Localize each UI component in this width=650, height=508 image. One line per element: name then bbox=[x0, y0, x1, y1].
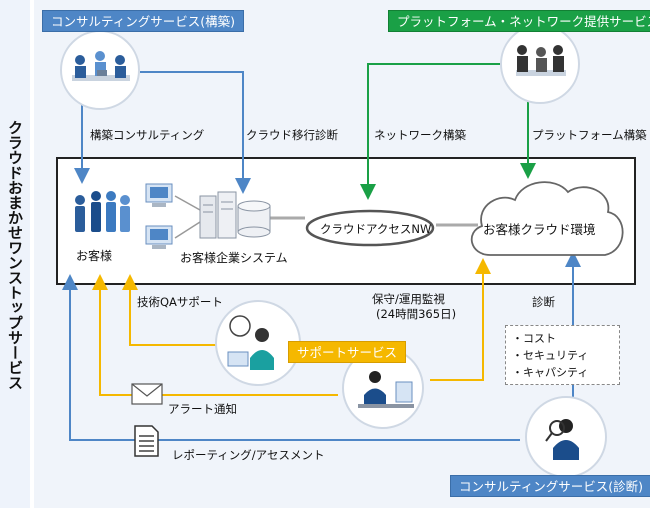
arrow-alert bbox=[92, 274, 338, 396]
server-icon bbox=[199, 191, 237, 239]
computer-icon-1 bbox=[145, 183, 173, 207]
cloud-access-ellipse bbox=[305, 209, 435, 247]
tech-qa-label: 技術QAサポート bbox=[137, 295, 223, 309]
customer-cloud-label: お客様クラウド環境 bbox=[483, 222, 596, 237]
report-document-icon bbox=[134, 425, 159, 457]
cloud-shape bbox=[470, 181, 624, 256]
customer-label: お客様 bbox=[76, 249, 113, 263]
monitoring-operator-icon bbox=[342, 347, 424, 429]
alert-mail-icon bbox=[131, 383, 163, 405]
diagnosis-label: 診断 bbox=[532, 295, 555, 309]
consulting-diagnosis-header: コンサルティングサービス(診断) bbox=[450, 475, 650, 497]
cloud-migration-label: クラウド移行診断 bbox=[246, 128, 338, 142]
diagnosis-item-capacity: ・キャパシティ bbox=[512, 366, 589, 379]
reporting-label: レポーティング/アセスメント bbox=[172, 448, 325, 462]
arrow-network-build bbox=[360, 63, 500, 200]
customer-people-icon bbox=[75, 191, 130, 232]
arrow-reporting bbox=[62, 274, 520, 441]
diagnosis-item-security: ・セキュリティ bbox=[512, 349, 589, 362]
diagnosis-items-box: ・コスト ・セキュリティ ・キャパシティ bbox=[505, 325, 620, 385]
maintenance-hours-label: (24時間365日) bbox=[376, 307, 457, 321]
build-consulting-label: 構築コンサルティング bbox=[90, 128, 205, 142]
maintenance-label: 保守/運用監視 bbox=[372, 292, 445, 306]
arrow-tech-qa bbox=[122, 274, 218, 346]
alert-label: アラート通知 bbox=[168, 402, 237, 416]
consulting-build-header: コンサルティングサービス(構築) bbox=[42, 10, 245, 32]
platform-team-icon bbox=[500, 24, 580, 104]
consulting-build-team-icon bbox=[60, 30, 140, 110]
platform-network-header: プラットフォーム・ネットワーク提供サービス bbox=[388, 10, 650, 32]
network-build-label: ネットワーク構築 bbox=[374, 128, 466, 142]
consulting-diagnosis-icon bbox=[525, 396, 607, 478]
database-icon bbox=[237, 200, 271, 238]
arrow-maintenance bbox=[430, 258, 491, 381]
computer-icon-2 bbox=[145, 225, 173, 249]
cloud-access-label: クラウドアクセスNW bbox=[320, 222, 432, 236]
vertical-title: クラウドおまかせワンストップサービス bbox=[6, 120, 24, 390]
support-operator-icon bbox=[215, 300, 301, 386]
vertical-title-bar: クラウドおまかせワンストップサービス bbox=[0, 0, 30, 508]
platform-build-label: プラットフォーム構築 bbox=[532, 128, 647, 142]
customer-system-label: お客様企業システム bbox=[180, 251, 288, 265]
arrow-cloud-migration bbox=[140, 71, 251, 194]
support-service-header: サポートサービス bbox=[288, 341, 407, 363]
diagnosis-item-cost: ・コスト bbox=[512, 332, 556, 345]
